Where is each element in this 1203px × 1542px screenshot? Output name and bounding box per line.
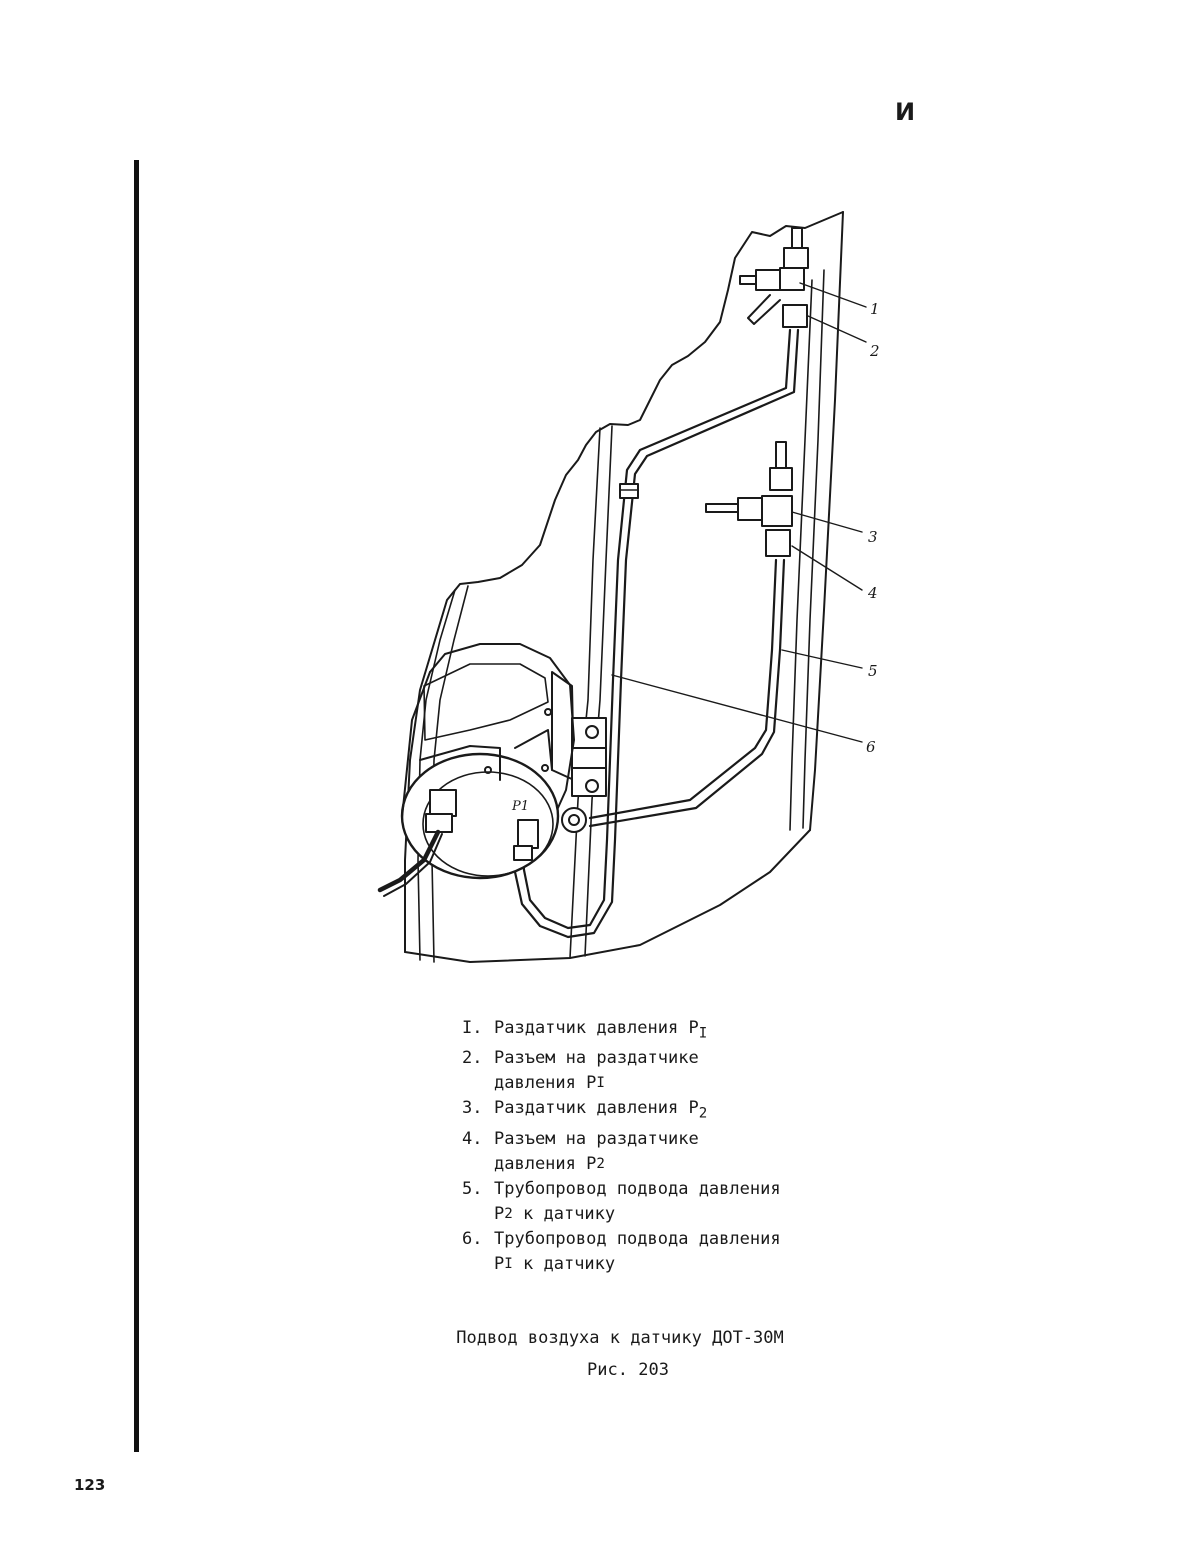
structure-panel-right-edge	[809, 211, 844, 831]
frame-rail	[789, 279, 813, 831]
tee-fitting-p1	[739, 227, 809, 328]
figure-number: Рис. 203	[587, 1360, 669, 1380]
figure-legend: I. Раздатчик давления PI 2. Разъем на ра…	[462, 1016, 781, 1277]
legend-text: Трубопровод подвода давления	[494, 1178, 781, 1199]
figure-drawing: P1 1 2 3 4 5 6	[377, 211, 880, 963]
margin-rule	[134, 160, 139, 1452]
legend-number: 6.	[462, 1228, 483, 1249]
legend-item: I. Раздатчик давления PI	[462, 1016, 781, 1046]
legend-item: 5. Трубопровод подвода давления	[462, 1177, 781, 1202]
callout-number: 4	[867, 584, 878, 602]
structure-panel-outline	[404, 211, 844, 953]
mounting-bracket	[551, 671, 607, 797]
callout-number: 3	[868, 528, 878, 546]
legend-item: 2. Разъем на раздатчике	[462, 1046, 781, 1071]
frame-rail	[569, 427, 601, 959]
callout-number: 6	[866, 738, 876, 756]
legend-item: 6. Трубопровод подвода давления	[462, 1227, 781, 1252]
sensor-dot-30m	[377, 643, 587, 897]
legend-text: Разъем на раздатчике	[494, 1048, 699, 1069]
tube-5-p2-line	[588, 558, 786, 828]
tee-fitting-p2	[705, 441, 793, 557]
structure-panel-bottom-edge	[404, 829, 811, 963]
legend-text: Разъем на раздатчике	[494, 1128, 699, 1149]
frame-rail	[802, 269, 825, 829]
legend-item: 3. Раздатчик давления P2	[462, 1096, 781, 1126]
legend-text: Раздатчик давления P2	[494, 1098, 708, 1122]
legend-text: Раздатчик давления PI	[494, 1018, 708, 1042]
corner-mark: И	[895, 98, 916, 126]
tube-6-p1-line	[512, 328, 800, 939]
legend-number: 3.	[462, 1098, 483, 1119]
callout-number: 1	[870, 300, 880, 318]
leader-lines	[611, 282, 867, 743]
legend-item: 4. Разъем на раздатчике	[462, 1127, 781, 1152]
callout-number: 2	[869, 342, 880, 360]
callout-number: 5	[868, 662, 878, 680]
legend-number: 2.	[462, 1048, 483, 1069]
legend-number: I.	[462, 1018, 483, 1038]
legend-number: 4.	[462, 1128, 483, 1149]
legend-text: Трубопровод подвода давления	[494, 1228, 781, 1249]
frame-rail	[417, 589, 456, 961]
figure-caption: Подвод воздуха к датчику ДОТ-30М	[456, 1328, 784, 1348]
page-number: 123	[74, 1476, 106, 1494]
legend-number: 5.	[462, 1178, 483, 1199]
frame-rail	[431, 585, 469, 963]
sensor-label: P1	[511, 799, 529, 814]
frame-rail	[584, 425, 613, 957]
